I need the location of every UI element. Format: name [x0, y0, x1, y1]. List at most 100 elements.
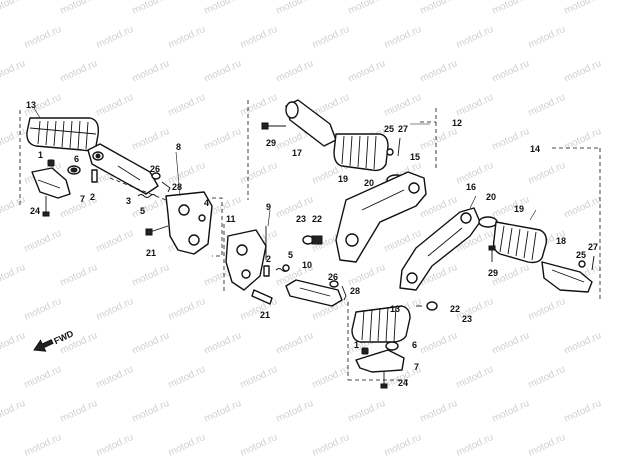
footpeg-plate-7-left: [31, 167, 71, 199]
watermark-text: motod.ru: [491, 0, 531, 17]
bolt-25-upper: [386, 148, 394, 156]
watermark-text: motod.ru: [527, 160, 567, 187]
watermark-text: motod.ru: [311, 432, 351, 459]
callout-10: 10: [302, 260, 312, 270]
callout-2: 2: [266, 254, 271, 264]
watermark-text: motod.ru: [131, 398, 171, 425]
watermark-text: motod.ru: [167, 364, 207, 391]
callout-25: 25: [576, 250, 586, 260]
watermark-text: motod.ru: [347, 262, 387, 289]
callout-12: 12: [452, 118, 462, 128]
watermark-text: motod.ru: [23, 24, 63, 51]
watermark-text: motod.ru: [455, 364, 495, 391]
watermark-text: motod.ru: [131, 330, 171, 357]
watermark-text: motod.ru: [23, 296, 63, 323]
watermark-text: motod.ru: [383, 432, 423, 459]
watermark-text: motod.ru: [527, 296, 567, 323]
center-step-holder-group: [223, 224, 347, 307]
watermark-text: motod.ru: [383, 92, 423, 119]
footpeg-rubber-19-upper: [333, 133, 389, 172]
watermark-text: motod.ru: [167, 432, 207, 459]
watermark-text: motod.ru: [203, 58, 243, 85]
watermark-text: motod.ru: [563, 330, 603, 357]
watermark-text: motod.ru: [275, 58, 315, 85]
callout-13: 13: [26, 100, 36, 110]
callout-11: 11: [226, 214, 236, 224]
watermark-text: motod.ru: [131, 194, 171, 221]
callout-27: 27: [588, 242, 598, 252]
bolt-29-lower: [488, 245, 496, 262]
watermark-text: motod.ru: [347, 58, 387, 85]
watermark-text: motod.ru: [455, 296, 495, 323]
watermark-text: motod.ru: [275, 0, 315, 17]
watermark-text: motod.ru: [239, 160, 279, 187]
watermark-text: motod.ru: [95, 364, 135, 391]
watermark-text: motod.ru: [419, 194, 459, 221]
callout-19: 19: [514, 204, 524, 214]
watermark-text: motod.ru: [455, 432, 495, 459]
watermark-text: motod.ru: [131, 0, 171, 17]
callout-14: 14: [530, 144, 540, 154]
leader-lines: [33, 107, 537, 227]
watermark-text: motod.ru: [419, 330, 459, 357]
watermark-text: motod.ru: [527, 92, 567, 119]
watermark-text: motod.ru: [311, 24, 351, 51]
collar-6-left: [67, 165, 81, 175]
watermark-text: motod.ru: [95, 296, 135, 323]
watermark-text: motod.ru: [59, 262, 99, 289]
pin-1-left: [47, 159, 55, 167]
watermark-text: motod.ru: [239, 432, 279, 459]
callout-20: 20: [364, 178, 374, 188]
bolt-21-left: [145, 225, 169, 236]
callout-7: 7: [414, 362, 419, 372]
watermark-text: motod.ru: [491, 58, 531, 85]
bolt-22-23-center: [302, 235, 323, 245]
bolt-25-lower: [578, 260, 586, 268]
right-front-footpeg-group: [247, 99, 437, 263]
footpeg-holder-15: [335, 171, 427, 263]
bolt-24-left: [42, 196, 50, 217]
callout-7: 7: [80, 194, 85, 204]
callout-17: 17: [292, 148, 302, 158]
watermark-text: motod.ru: [527, 24, 567, 51]
cotter-pin-28-center: [341, 285, 347, 301]
callout-25: 25: [384, 124, 394, 134]
pin-27-upper: [397, 137, 401, 157]
watermark-text: motod.ru: [0, 126, 27, 153]
watermark-text: motod.ru: [239, 364, 279, 391]
watermark-text: motod.ru: [167, 296, 207, 323]
callout-1: 1: [354, 340, 359, 350]
watermark-text: motod.ru: [563, 0, 603, 17]
watermark-text: motod.ru: [239, 24, 279, 51]
watermark-text: motod.ru: [131, 262, 171, 289]
watermark-text: motod.ru: [491, 398, 531, 425]
watermark-text: motod.ru: [131, 126, 171, 153]
watermark-text: motod.ru: [275, 330, 315, 357]
callout-29: 29: [488, 268, 498, 278]
footpeg-bar-10: [285, 279, 343, 307]
callout-23: 23: [296, 214, 306, 224]
callout-5: 5: [140, 206, 145, 216]
watermark-text: motod.ru: [167, 92, 207, 119]
watermark-text: motod.ru: [203, 0, 243, 17]
watermark-text: motod.ru: [563, 194, 603, 221]
callout-5: 5: [288, 250, 293, 260]
callout-1: 1: [38, 150, 43, 160]
watermark-text: motod.ru: [455, 24, 495, 51]
right-rear-footpeg-group: [399, 147, 601, 300]
collar-6-lower: [385, 341, 399, 351]
bolt-21-center: [251, 289, 273, 305]
watermark-text: motod.ru: [419, 126, 459, 153]
watermark-text: motod.ru: [0, 398, 27, 425]
washer-20-lower: [478, 216, 498, 228]
washer-26-left: [151, 172, 161, 180]
pin-2-center: [263, 265, 270, 277]
watermark-text: motod.ru: [203, 126, 243, 153]
watermark-text: motod.ru: [563, 398, 603, 425]
cotter-pin-28-left: [161, 181, 171, 193]
footpeg-plate-18: [541, 261, 593, 293]
callout-8: 8: [176, 142, 181, 152]
watermark-text: motod.ru: [23, 228, 63, 255]
watermark-text: motod.ru: [239, 296, 279, 323]
